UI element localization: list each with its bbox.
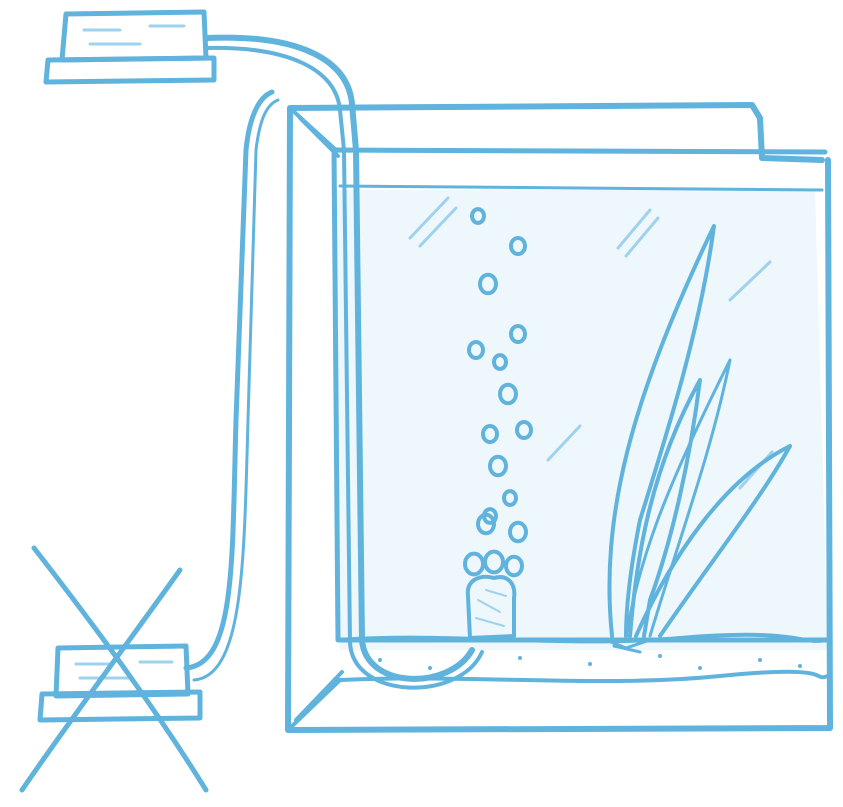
bubble-icon <box>483 549 505 575</box>
air-stone <box>465 574 517 640</box>
gravel-top <box>336 632 828 644</box>
bubble-icon <box>467 339 485 361</box>
tank-corner-top-left <box>290 108 340 158</box>
water-line <box>338 184 824 192</box>
plant-roots <box>604 638 652 654</box>
air-stone-body <box>465 574 517 640</box>
water-area <box>332 190 828 650</box>
pump-bottom-base <box>37 689 203 723</box>
gravel-bottom <box>338 669 830 684</box>
aquatic-plant <box>604 224 792 654</box>
plant-leaf-4 <box>624 358 732 638</box>
pump-top-base <box>43 55 217 85</box>
air-hose-bottom <box>183 89 275 671</box>
bubble-icon <box>482 507 498 525</box>
glass-reflection-left <box>408 196 458 248</box>
plant-leaf-1 <box>607 224 716 638</box>
bubble-icon <box>478 272 498 296</box>
air-hose-bottom-inner <box>192 98 280 682</box>
bubble-icon <box>463 551 485 577</box>
bubble-icon <box>504 554 524 578</box>
bubble-column <box>463 207 533 578</box>
plant-leaf-2 <box>628 378 702 638</box>
bubble-icon <box>508 520 528 544</box>
bubble-icon <box>509 235 527 257</box>
glass-reflection-right <box>616 208 660 258</box>
pump-bottom-detail <box>74 660 174 680</box>
air-hose-top <box>203 34 475 682</box>
bubble-icon <box>481 423 499 445</box>
bubble-icon <box>498 382 518 406</box>
air-hose-top-inner <box>204 45 484 690</box>
air-stone-texture <box>475 589 507 627</box>
bubble-icon <box>492 353 508 371</box>
gravel-specks <box>378 654 802 670</box>
bubble-icon <box>488 454 508 478</box>
air-pump-bottom <box>37 643 203 723</box>
pump-top-detail <box>82 24 186 46</box>
cross-out-stroke-2 <box>19 567 183 793</box>
tank-corner-bottom-left <box>288 670 344 730</box>
pump-top-body <box>59 9 209 63</box>
bubble-icon <box>509 323 527 345</box>
bubble-icon <box>502 489 518 507</box>
bubble-icon <box>515 419 533 441</box>
tank-outer-frame <box>285 102 833 733</box>
air-pump-top <box>43 9 217 85</box>
aquarium-tank <box>285 102 833 733</box>
cross-out-mark <box>19 545 209 793</box>
bubble-icon <box>470 207 486 225</box>
cross-out-stroke-1 <box>31 545 209 793</box>
